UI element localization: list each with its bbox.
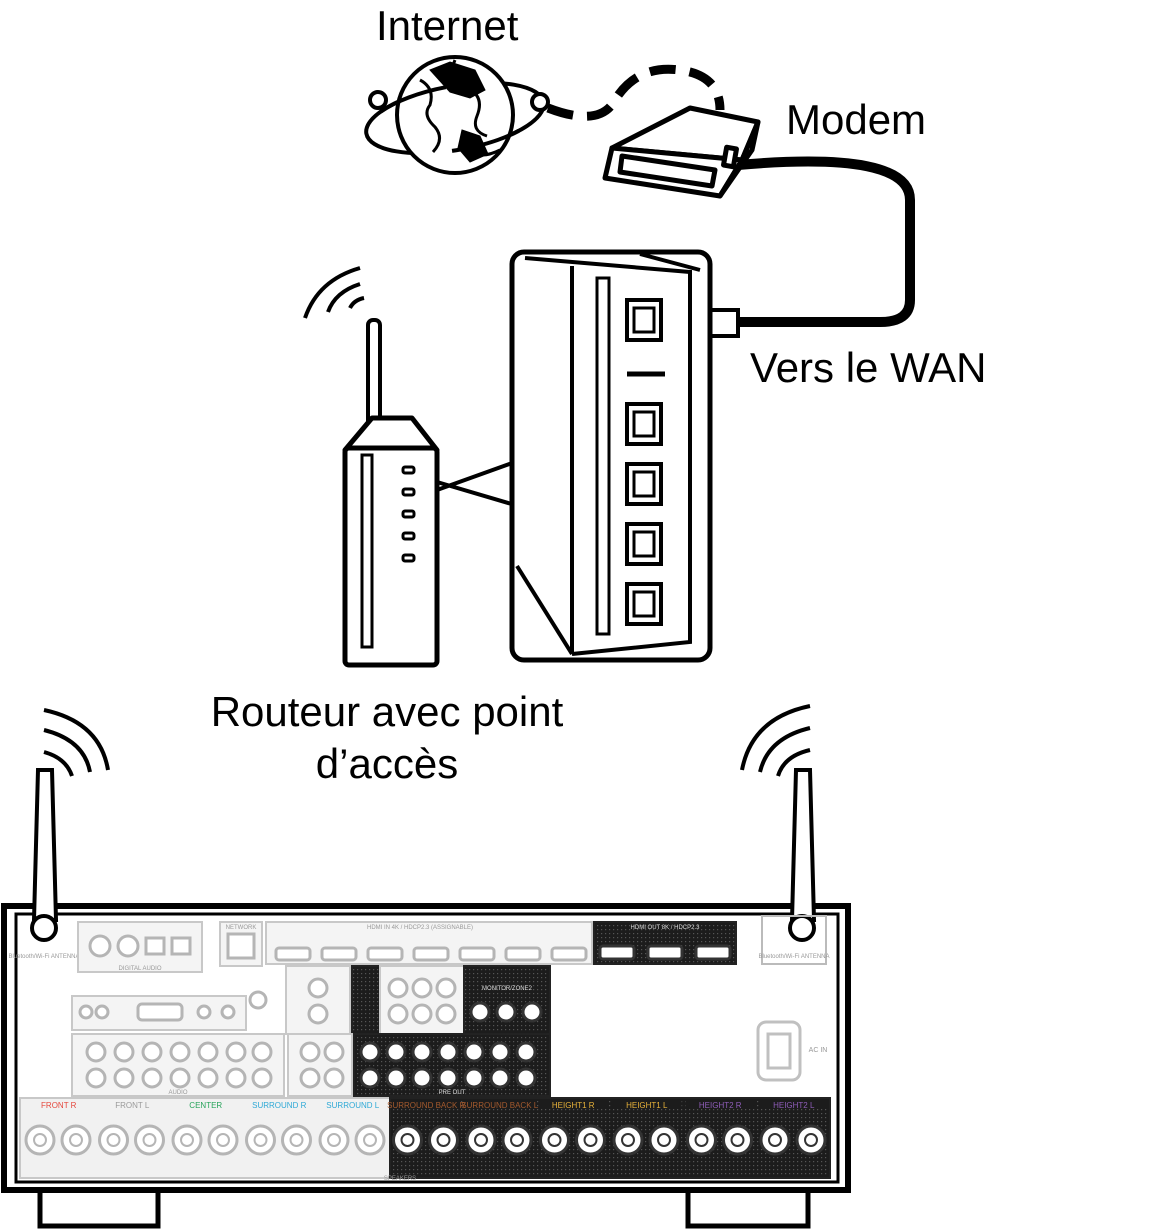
- globe-icon: [364, 55, 550, 175]
- speaker-terminal-core: [69, 1133, 83, 1147]
- speaker-terminal-core: [436, 1133, 451, 1147]
- speaker-terminal: [575, 1124, 606, 1156]
- speaker-terminal: [98, 1124, 129, 1156]
- speaker-group-header: [391, 1100, 461, 1109]
- speaker-group-header: [24, 1100, 94, 1109]
- wan-label: Vers le WAN: [750, 344, 987, 391]
- speaker-group-header: [612, 1100, 682, 1109]
- speaker-group-header: [97, 1100, 167, 1109]
- speaker-terminals: FRONT R FRONT L CENTER SURROUND R SURROUND L…: [24, 1100, 829, 1156]
- router-label-line2: d’accès: [315, 740, 459, 787]
- speaker-group-label: HEIGHT1 L: [626, 1101, 668, 1110]
- speaker-terminal: [207, 1124, 239, 1156]
- ac-in-label: AC IN: [809, 1047, 828, 1054]
- speaker-group-label: SURROUND BACK R: [387, 1101, 465, 1110]
- speaker-group-label: HEIGHT1 R: [552, 1101, 595, 1110]
- speaker-terminal-core: [216, 1133, 230, 1147]
- speaker-terminal-core: [694, 1133, 709, 1147]
- audio-label: AUDIO: [168, 1090, 187, 1096]
- network-port-label: NETWORK: [226, 925, 257, 931]
- speaker-terminal-core: [621, 1133, 635, 1147]
- speaker-terminal: [501, 1124, 533, 1156]
- modem-label: Modem: [786, 96, 927, 143]
- speaker-terminal: [722, 1124, 753, 1156]
- router-label: Routeur avec point d’accès: [186, 686, 588, 790]
- speaker-terminal-core: [289, 1133, 304, 1147]
- speaker-group-label: HEIGHT2 L: [773, 1101, 815, 1110]
- hdmi-in-label: HDMI IN 4K / HDCP2.3 (ASSIGNABLE): [367, 925, 473, 931]
- pre-out-label: PRE OUT: [439, 1090, 466, 1096]
- speaker-group-header: [171, 1100, 241, 1109]
- speaker-group-label: HEIGHT2 R: [699, 1101, 742, 1110]
- speaker-terminal: [134, 1124, 165, 1156]
- wan-cable: [737, 156, 915, 327]
- speaker-terminal: [465, 1124, 497, 1156]
- speaker-terminal: [428, 1124, 459, 1156]
- speaker-terminal-core: [180, 1133, 194, 1147]
- speaker-group-header: [465, 1100, 535, 1109]
- speaker-terminal-core: [363, 1133, 377, 1147]
- speaker-terminal: [60, 1124, 92, 1156]
- speaker-terminal: [759, 1124, 791, 1156]
- speaker-group-label: FRONT L: [115, 1101, 150, 1110]
- av-receiver: Bluetooth/Wi-Fi ANTENNA Bluetooth/Wi-Fi …: [1, 704, 851, 1229]
- speaker-terminal-core: [253, 1133, 268, 1147]
- speaker-terminal-core: [657, 1133, 671, 1147]
- speaker-group-header: [759, 1100, 829, 1109]
- antenna-right: [740, 704, 817, 942]
- speaker-group-header: [538, 1100, 608, 1109]
- speaker-terminal: [795, 1124, 827, 1156]
- speaker-terminal-core: [510, 1133, 524, 1147]
- speaker-group-label: SURROUND L: [326, 1101, 379, 1110]
- internet-link: [546, 64, 725, 121]
- speaker-terminal-core: [327, 1133, 341, 1147]
- speaker-group-label: FRONT R: [41, 1101, 77, 1110]
- speaker-terminal: [245, 1124, 276, 1156]
- speaker-terminal-core: [547, 1133, 562, 1147]
- speaker-terminal-core: [400, 1133, 415, 1147]
- speaker-terminal: [392, 1124, 423, 1156]
- speaker-terminal: [24, 1124, 56, 1156]
- router-label-line1: Routeur avec point: [210, 688, 564, 735]
- wan-port: [625, 298, 663, 342]
- speaker-terminal-core: [33, 1133, 47, 1147]
- speaker-terminal: [171, 1124, 203, 1156]
- speaker-terminal-core: [804, 1133, 818, 1147]
- modem-icon: [602, 105, 761, 199]
- router-port-zoom: [509, 249, 713, 663]
- speaker-terminal-core: [583, 1133, 598, 1147]
- antenna-right-label: Bluetooth/Wi-Fi ANTENNA: [758, 954, 829, 960]
- speaker-terminal: [648, 1124, 680, 1156]
- speaker-terminal: [612, 1124, 644, 1156]
- antenna-left: [30, 708, 110, 942]
- speaker-terminal: [686, 1124, 717, 1156]
- monitor-zone2-label: MONITOR/ZONE2: [482, 986, 533, 992]
- speaker-terminal: [539, 1124, 570, 1156]
- lan-ports: [625, 402, 663, 626]
- speaker-terminal-core: [142, 1133, 157, 1147]
- speaker-group-header: [244, 1100, 314, 1109]
- speakers-label: SPEAKERS: [384, 1176, 416, 1182]
- wifi-signal-icon: [303, 266, 365, 319]
- hdmi-out-label: HDMI OUT 8K / HDCP2.3: [631, 925, 701, 931]
- speaker-group-label: SURROUND BACK L: [461, 1101, 538, 1110]
- speaker-group-label: SURROUND R: [252, 1101, 306, 1110]
- speaker-terminal-core: [768, 1133, 782, 1147]
- speaker-terminal: [318, 1124, 350, 1156]
- speaker-terminal: [281, 1124, 312, 1156]
- router-icon: [303, 266, 516, 668]
- speaker-terminal-core: [730, 1133, 745, 1147]
- speaker-group-header: [685, 1100, 755, 1109]
- speaker-group-header: [318, 1100, 388, 1109]
- speaker-group-label: CENTER: [189, 1101, 222, 1110]
- speaker-terminal-core: [474, 1133, 488, 1147]
- digital-audio-label: DIGITAL AUDIO: [118, 966, 161, 972]
- antenna-left-label: Bluetooth/Wi-Fi ANTENNA: [8, 954, 79, 960]
- speaker-terminal: [354, 1124, 386, 1156]
- internet-label: Internet: [376, 2, 519, 49]
- speaker-terminal-core: [106, 1133, 121, 1147]
